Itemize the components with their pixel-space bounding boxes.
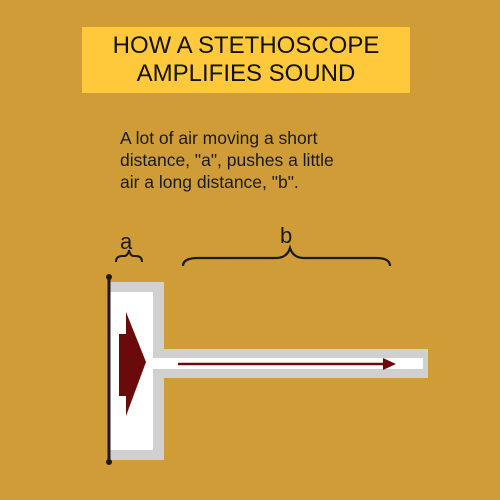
small-air-arrow-head [383,358,396,370]
caption-line-3: air a long distance, "b". [120,172,299,192]
title-line-1: HOW A STETHOSCOPE [112,32,380,59]
caption: A lot of air moving a short distance, "a… [120,127,420,193]
brace-a [115,249,143,263]
diaphragm-bottom-dot [106,459,112,465]
diaphragm-top-dot [106,274,112,280]
chest-piece-wall [108,282,428,460]
title-line-2: AMPLIFIES SOUND [136,60,356,87]
brace-b [181,244,392,267]
air-space [108,292,423,450]
caption-line-2: distance, "a", pushes a little [120,150,334,170]
title-box: HOW A STETHOSCOPE AMPLIFIES SOUND [82,27,410,93]
caption-line-1: A lot of air moving a short [120,128,318,148]
large-air-arrow [119,312,146,416]
label-b: b [280,223,293,248]
label-a: a [120,229,133,254]
